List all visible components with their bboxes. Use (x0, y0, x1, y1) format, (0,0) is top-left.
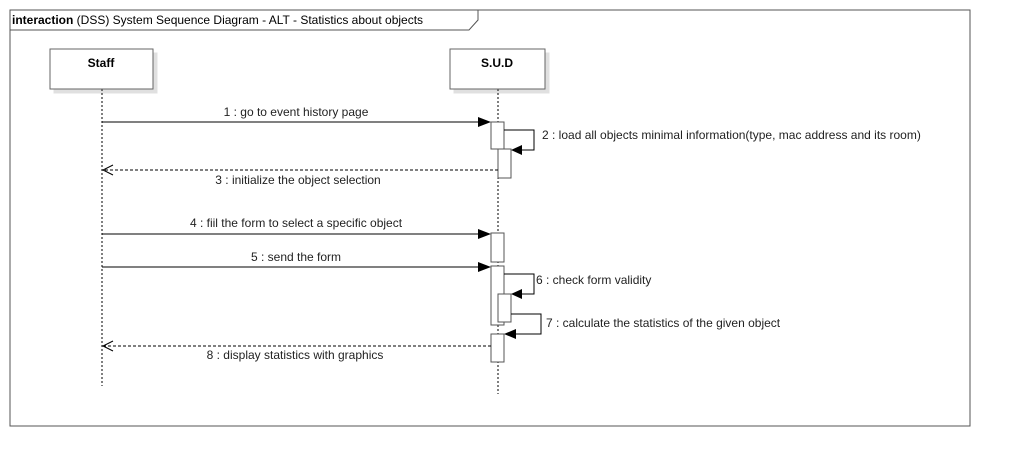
lifeline-staff-head[interactable] (49, 48, 154, 90)
message-label: 2 : load all objects minimal information… (542, 128, 921, 142)
filled-arrowhead-icon (511, 145, 522, 155)
message-arrow-line (504, 129, 535, 151)
message-label: 4 : fiil the form to select a specific o… (190, 216, 403, 230)
lifeline-sud-head[interactable] (449, 48, 546, 90)
filled-arrowhead-icon (511, 289, 522, 299)
activation-bar (490, 333, 505, 363)
activation-bar (490, 121, 505, 150)
message-label: 5 : send the form (251, 250, 341, 264)
message-label: 6 : check form validity (536, 273, 651, 287)
activation-bar (490, 232, 505, 263)
activation-bar (497, 148, 512, 179)
lifeline-staff-label: Staff (88, 56, 116, 70)
message-label: 1 : go to event history page (224, 105, 369, 119)
message-label: 8 : display statistics with graphics (207, 348, 384, 362)
filled-arrowhead-icon (504, 329, 516, 339)
message-6[interactable]: 6 : check form validity (504, 273, 651, 299)
message-5[interactable]: 5 : send the form (102, 250, 491, 272)
filled-arrowhead-icon (478, 229, 491, 239)
lifeline-sud-label: S.U.D (481, 56, 513, 70)
message-8[interactable]: 8 : display statistics with graphics (101, 340, 491, 362)
message-arrow-line (504, 273, 535, 295)
message-7[interactable]: 7 : calculate the statistics of the give… (504, 313, 781, 339)
filled-arrowhead-icon (478, 117, 491, 127)
message-arrow-line (511, 313, 542, 335)
message-label: 3 : initialize the object selection (215, 173, 380, 187)
frame-title-keyword: interaction (12, 13, 73, 27)
message-2[interactable]: 2 : load all objects minimal information… (504, 128, 921, 155)
frame-title-tab (9, 9, 479, 31)
open-arrowhead-icon (101, 164, 114, 176)
message-3[interactable]: 3 : initialize the object selection (101, 164, 498, 187)
filled-arrowhead-icon (478, 262, 491, 272)
message-1[interactable]: 1 : go to event history page (102, 105, 491, 127)
activation-bar (497, 293, 512, 323)
message-label: 7 : calculate the statistics of the give… (546, 316, 781, 330)
open-arrowhead-icon (101, 340, 114, 352)
frame-title-text: (DSS) System Sequence Diagram - ALT - St… (73, 13, 423, 27)
frame-title: interaction (DSS) System Sequence Diagra… (12, 13, 423, 27)
message-4[interactable]: 4 : fiil the form to select a specific o… (102, 216, 491, 239)
